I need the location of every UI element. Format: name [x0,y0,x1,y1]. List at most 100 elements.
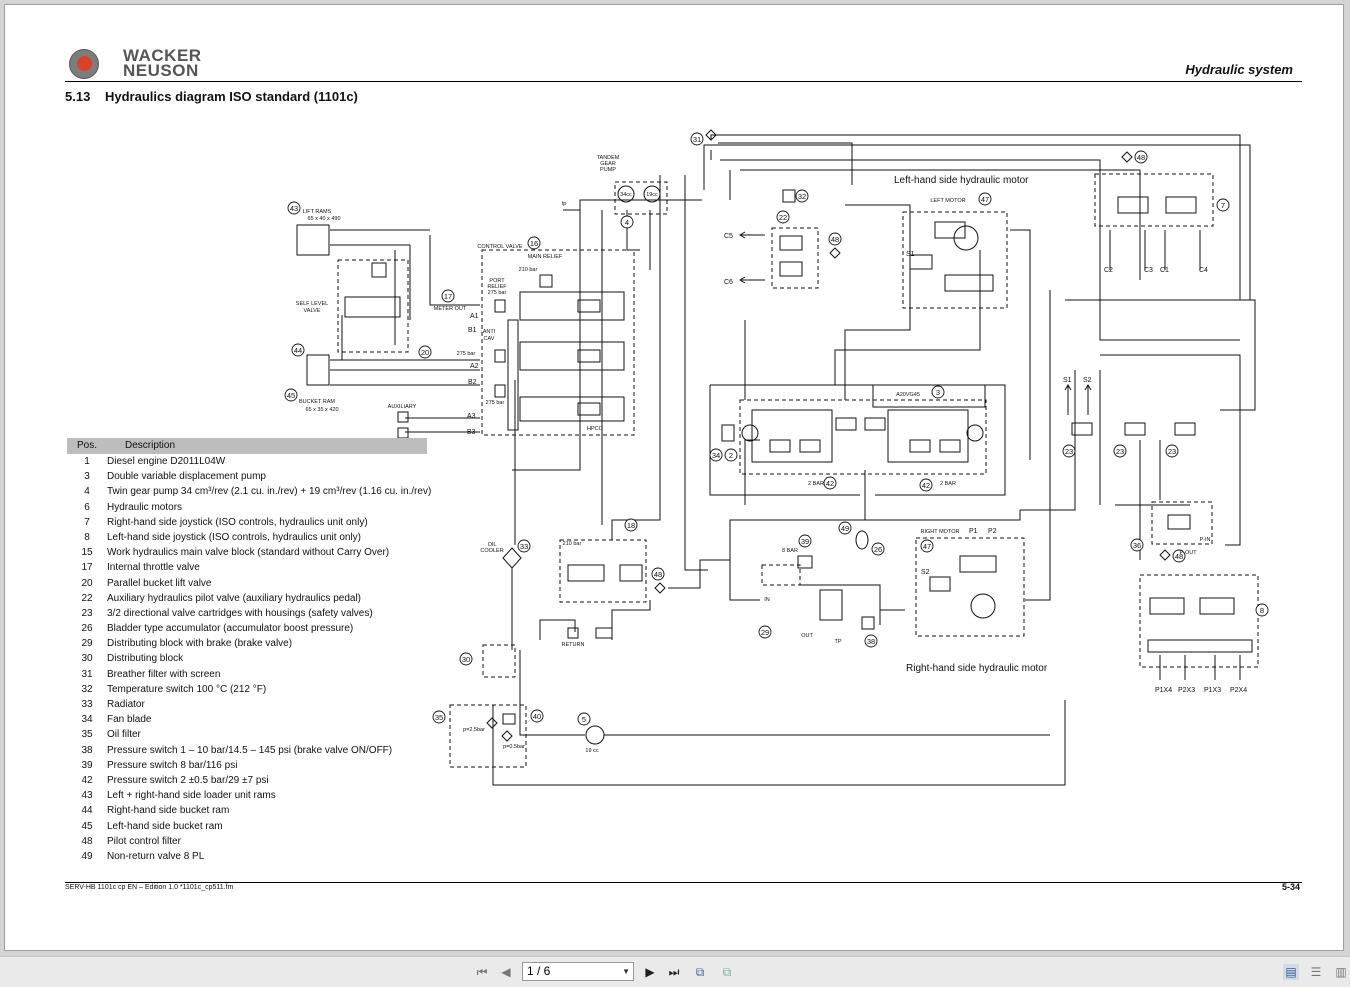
p-in-label: P-IN [1200,537,1211,543]
callout-label: 45 [287,391,295,400]
bucket-ram-spec: 65 x 35 x 420 [305,407,338,413]
legend-desc: Diesel engine D2011L04W [107,456,226,467]
oil-cooler-label: OIL [488,542,497,548]
callout-label: 48 [654,570,662,579]
legend-desc: Parallel bucket lift valve [107,577,212,589]
legend-pos: 8 [84,531,90,543]
page-number: 5-34 [1281,882,1300,892]
copy-page-icon[interactable]: ⧉ [695,965,705,979]
footer-rule [65,882,1302,883]
last-page-icon[interactable]: ⏭ [668,965,680,979]
in-label: IN [764,597,770,603]
callout-label: 29 [761,628,769,637]
pump-19cc-b-label: 19 cc [585,748,598,754]
viewer-toolbar: ⏮ ◀ 1 / 6▼ ▶ ⏭ ⧉ ⧉ ▤ ☰ ▥ [0,956,1350,987]
legend-desc: Pressure switch 2 ±0.5 bar/29 ±7 psi [107,774,269,786]
pressure-05-label: p=0.5bar [503,744,525,750]
legend-desc: Auxiliary hydraulics pilot valve (auxili… [107,592,361,604]
callout-label: 47 [981,195,989,204]
legend-desc: Pilot control filter [107,835,181,847]
footer-reference: SERV-HB 1101c cp EN – Edition 1.0 *1101c… [65,884,234,891]
callout-label: 43 [290,204,298,213]
legend-desc: Right-hand side bucket ram [107,805,230,817]
port-b2: B2 [468,379,477,386]
port-relief-pressure: 275 bar [488,290,507,296]
legend-desc: Fan blade [107,714,152,726]
s2-label: S2 [1083,377,1092,384]
legend-desc: Bladder type accumulator (accumulator bo… [107,623,354,635]
legend-pos: 20 [81,577,93,589]
legend-pos: 29 [81,638,93,650]
callout-label: 5 [582,715,586,724]
callout-label: 39 [801,537,809,546]
port-relief-label: RELIEF [487,284,507,290]
callout-label: 23 [1116,447,1124,456]
callout-label: 22 [779,213,787,222]
single-page-view-icon[interactable]: ▤ [1283,964,1299,980]
logo-line2: NEUSON [123,61,199,80]
port-b1: B1 [468,327,477,334]
p-out-label: P-OUT [1179,550,1197,556]
self-level-label: SELF LEVEL [296,301,328,307]
self-level-label: VALVE [304,308,321,314]
page-selector[interactable]: 1 / 6▼ [522,962,634,981]
legend-desc: Radiator [107,699,145,710]
legend-desc: Work hydraulics main valve block (standa… [107,547,390,559]
out-label: OUT [801,633,813,639]
callout-label: 35 [435,713,443,722]
previous-page-icon[interactable]: ◀ [501,965,511,979]
legend-row: 42 Pressure switch 2 ±0.5 bar/29 ±7 psi [67,773,427,788]
pilot-port-p2x4: P2X4 [1230,687,1247,694]
legend-desc: Breather filter with screen [107,668,221,680]
two-page-view-icon[interactable]: ▥ [1335,965,1347,979]
legend-desc: Distributing block [107,653,184,665]
callout-label: 23 [1168,447,1176,456]
legend-desc: Twin gear pump 34 cm³/rev (2.1 cu. in./r… [107,486,432,498]
lift-rams-label: LIFT RAMS [303,209,332,215]
tp-b-label: TP [834,639,841,645]
wacker-neuson-logo: WACKER NEUSON [69,47,209,85]
legend-desc: Oil filter [107,729,141,741]
legend-pos: 42 [81,774,93,786]
callout-label: 2 [729,451,733,460]
callout-label: 4 [625,218,629,227]
two-bar-label: 2 BAR [808,481,824,487]
joystick-port-c1: C1 [1160,267,1169,274]
paste-page-icon[interactable]: ⧉ [722,965,732,979]
legend-row: 20 Parallel bucket lift valve [67,576,427,591]
legend-row: 33 Radiator [67,697,427,712]
pump-34cc-label: 34cc [620,192,632,198]
callout-label: 33 [520,542,528,551]
callout-label: 18 [627,521,635,530]
page-selector-value: 1 / 6 [527,964,551,978]
auxiliary-label: AUXILIARY [388,404,417,410]
pilot-port-p1x3: P1X3 [1204,687,1221,694]
first-page-icon[interactable]: ⏮ [476,965,488,979]
callout-label: 16 [530,239,538,248]
callout-label: 23 [1065,447,1073,456]
control-valve-label: CONTROL VALVE [477,244,522,250]
continuous-view-icon[interactable]: ☰ [1310,965,1322,979]
tandem-pump-label: GEAR [600,161,616,167]
relief-275-label: 275 bar [486,400,505,406]
legend-pos: 6 [84,501,90,513]
callout-label: 26 [874,545,882,554]
section-title: Hydraulics diagram ISO standard (1101c) [105,89,358,104]
page-header-title: Hydraulic system [1185,62,1293,77]
callout-label: 44 [294,346,302,355]
callout-label: 42 [922,481,930,490]
next-page-icon[interactable]: ▶ [645,965,655,979]
callout-label: 48 [831,235,839,244]
main-relief-pressure: 210 bar [519,267,538,273]
legend-pos: 33 [81,699,93,710]
